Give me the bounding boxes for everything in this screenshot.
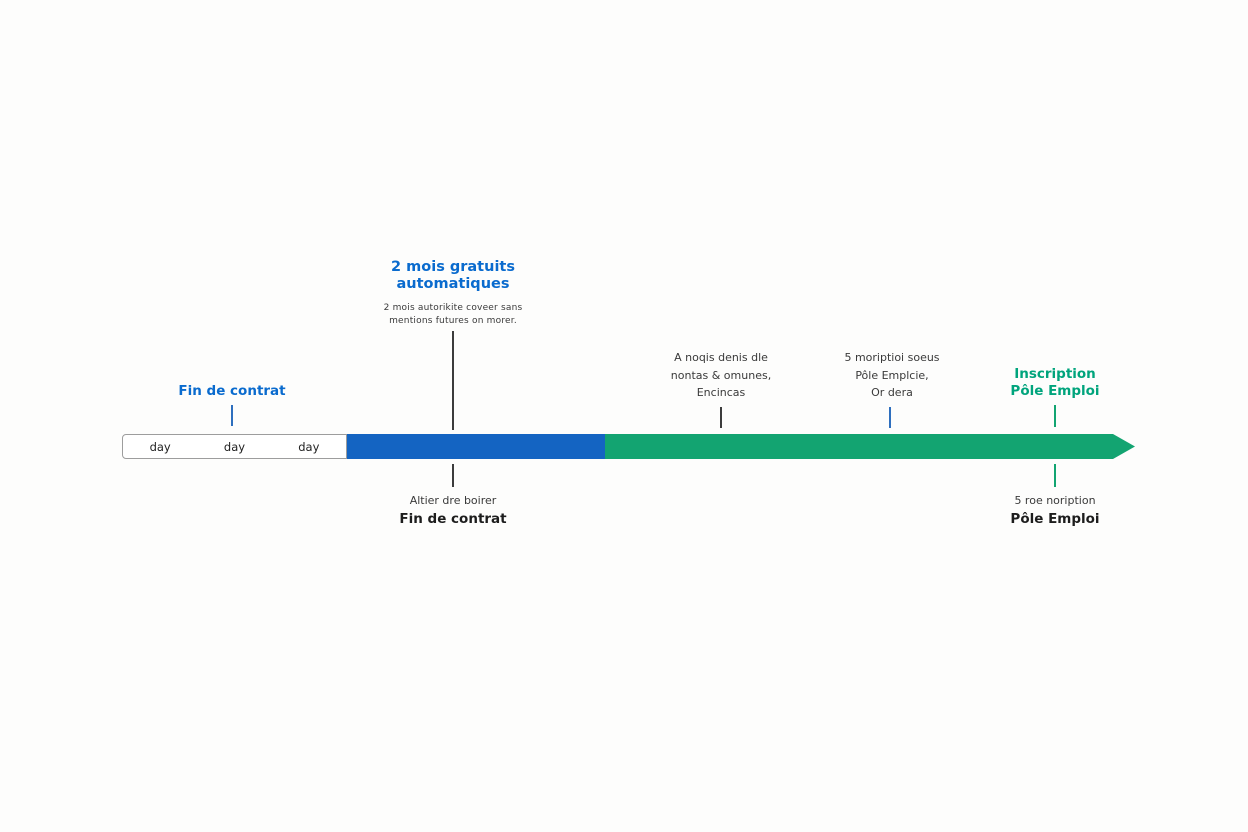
inscription-bottom-note: 5 roe noription: [1014, 494, 1096, 507]
fin-de-contrat-bottom-label: Fin de contrat: [399, 511, 507, 527]
day-cell-2: day: [223, 439, 246, 454]
connector-line-deux-mois: [452, 331, 454, 430]
inscription-top-line2: Pôle Emploi: [1010, 382, 1100, 399]
mid-note-1-line3: Encincas: [696, 386, 746, 399]
tick-mid-note-1: [720, 407, 722, 428]
tick-inscription-bottom: [1054, 464, 1056, 487]
deux-mois-note-line1: 2 mois autorikite coveer sans: [383, 303, 523, 313]
annotation-inscription-top: Inscription Pôle Emploi: [985, 366, 1125, 399]
annotation-deux-mois-gratuits: 2 mois gratuits automatiques 2 mois auto…: [333, 259, 573, 327]
deux-mois-title-line2: automatiques: [396, 276, 510, 292]
day-cell-3: day: [298, 439, 320, 454]
mid-note-2-line1: 5 moriptioi soeus: [844, 351, 940, 364]
tick-inscription-top: [1054, 405, 1056, 427]
annotation-inscription-bottom: 5 roe noription Pôle Emploi: [975, 494, 1135, 527]
deux-mois-note-line2: mentions futures on morer.: [389, 315, 517, 326]
tick-fin-de-contrat-top: [231, 405, 233, 426]
timeline-segment-blue: [347, 434, 605, 459]
fin-de-contrat-top-label: Fin de contrat: [178, 383, 286, 399]
deux-mois-title-line1: 2 mois gratuits: [391, 259, 515, 275]
annotation-mid-note-1: A noqis denis dle nontas & omunes, Encin…: [651, 349, 791, 402]
mid-note-1-line2: nontas & omunes,: [670, 368, 772, 382]
annotation-fin-de-contrat-top: Fin de contrat: [162, 383, 302, 399]
tick-mid-note-2: [889, 407, 891, 428]
fin-de-contrat-bottom-note: Altier dre boirer: [409, 494, 497, 507]
day-cell-1: day: [149, 439, 171, 454]
timeline-segment-green-arrow: [605, 434, 1135, 459]
timeline-segment-days: day day day: [122, 434, 347, 459]
annotation-fin-de-contrat-bottom: Altier dre boirer Fin de contrat: [373, 494, 533, 527]
mid-note-2-line2: Pôle Emplcie,: [855, 368, 929, 382]
inscription-top-line1: Inscription: [1014, 366, 1096, 382]
annotation-mid-note-2: 5 moriptioi soeus Pôle Emplcie, Or dera: [822, 349, 962, 402]
tick-fin-de-contrat-bottom: [452, 464, 454, 487]
timeline-bar: day day day: [122, 434, 1135, 459]
mid-note-1-line1: A noqis denis dle: [674, 351, 768, 364]
inscription-bottom-label: Pôle Emploi: [1010, 511, 1100, 527]
mid-note-2-line3: Or dera: [871, 386, 913, 399]
